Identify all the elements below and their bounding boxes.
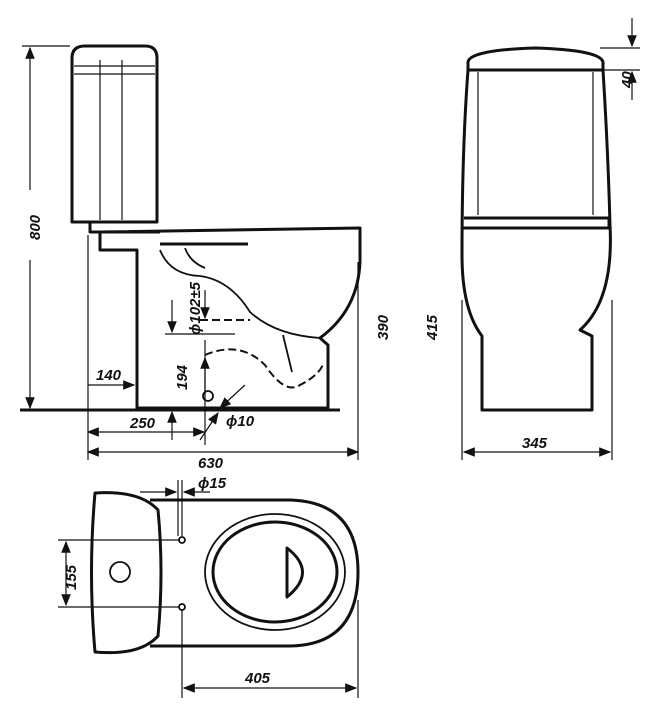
top-tank — [90, 491, 163, 655]
dim-140: 140 — [96, 367, 122, 384]
dim-630: 630 — [198, 455, 224, 472]
dim-155: 155 — [63, 564, 80, 590]
top-bowl — [150, 498, 360, 648]
dim-800: 800 — [27, 214, 44, 240]
side-tank — [70, 44, 159, 224]
dim-415: 415 — [424, 314, 441, 341]
dim-345: 345 — [522, 435, 548, 452]
dim-phi102: ϕ102±5 — [187, 281, 204, 335]
front-view: 40 345 — [460, 18, 640, 460]
front-body — [460, 68, 612, 412]
dim-390: 390 — [375, 314, 392, 340]
side-dimensions: 800 140 250 630 194 ϕ102±5 ϕ10 390 415 — [22, 45, 441, 472]
dim-phi10: ϕ10 — [226, 413, 255, 430]
side-view — [20, 44, 362, 412]
dim-250: 250 — [129, 415, 156, 432]
dim-phi15: ϕ15 — [198, 475, 227, 492]
dim-40: 40 — [619, 71, 636, 89]
dim-405: 405 — [244, 670, 271, 687]
top-view: ϕ15 155 405 — [58, 475, 360, 698]
side-bowl — [98, 226, 362, 410]
dim-194: 194 — [174, 364, 191, 390]
